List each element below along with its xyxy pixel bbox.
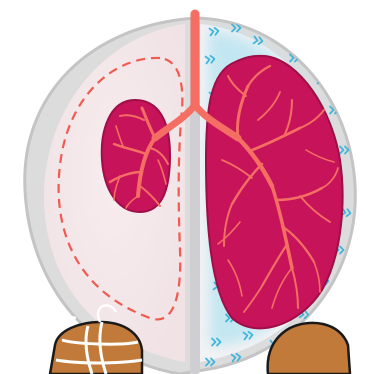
pneumothorax-diagram <box>0 0 365 374</box>
